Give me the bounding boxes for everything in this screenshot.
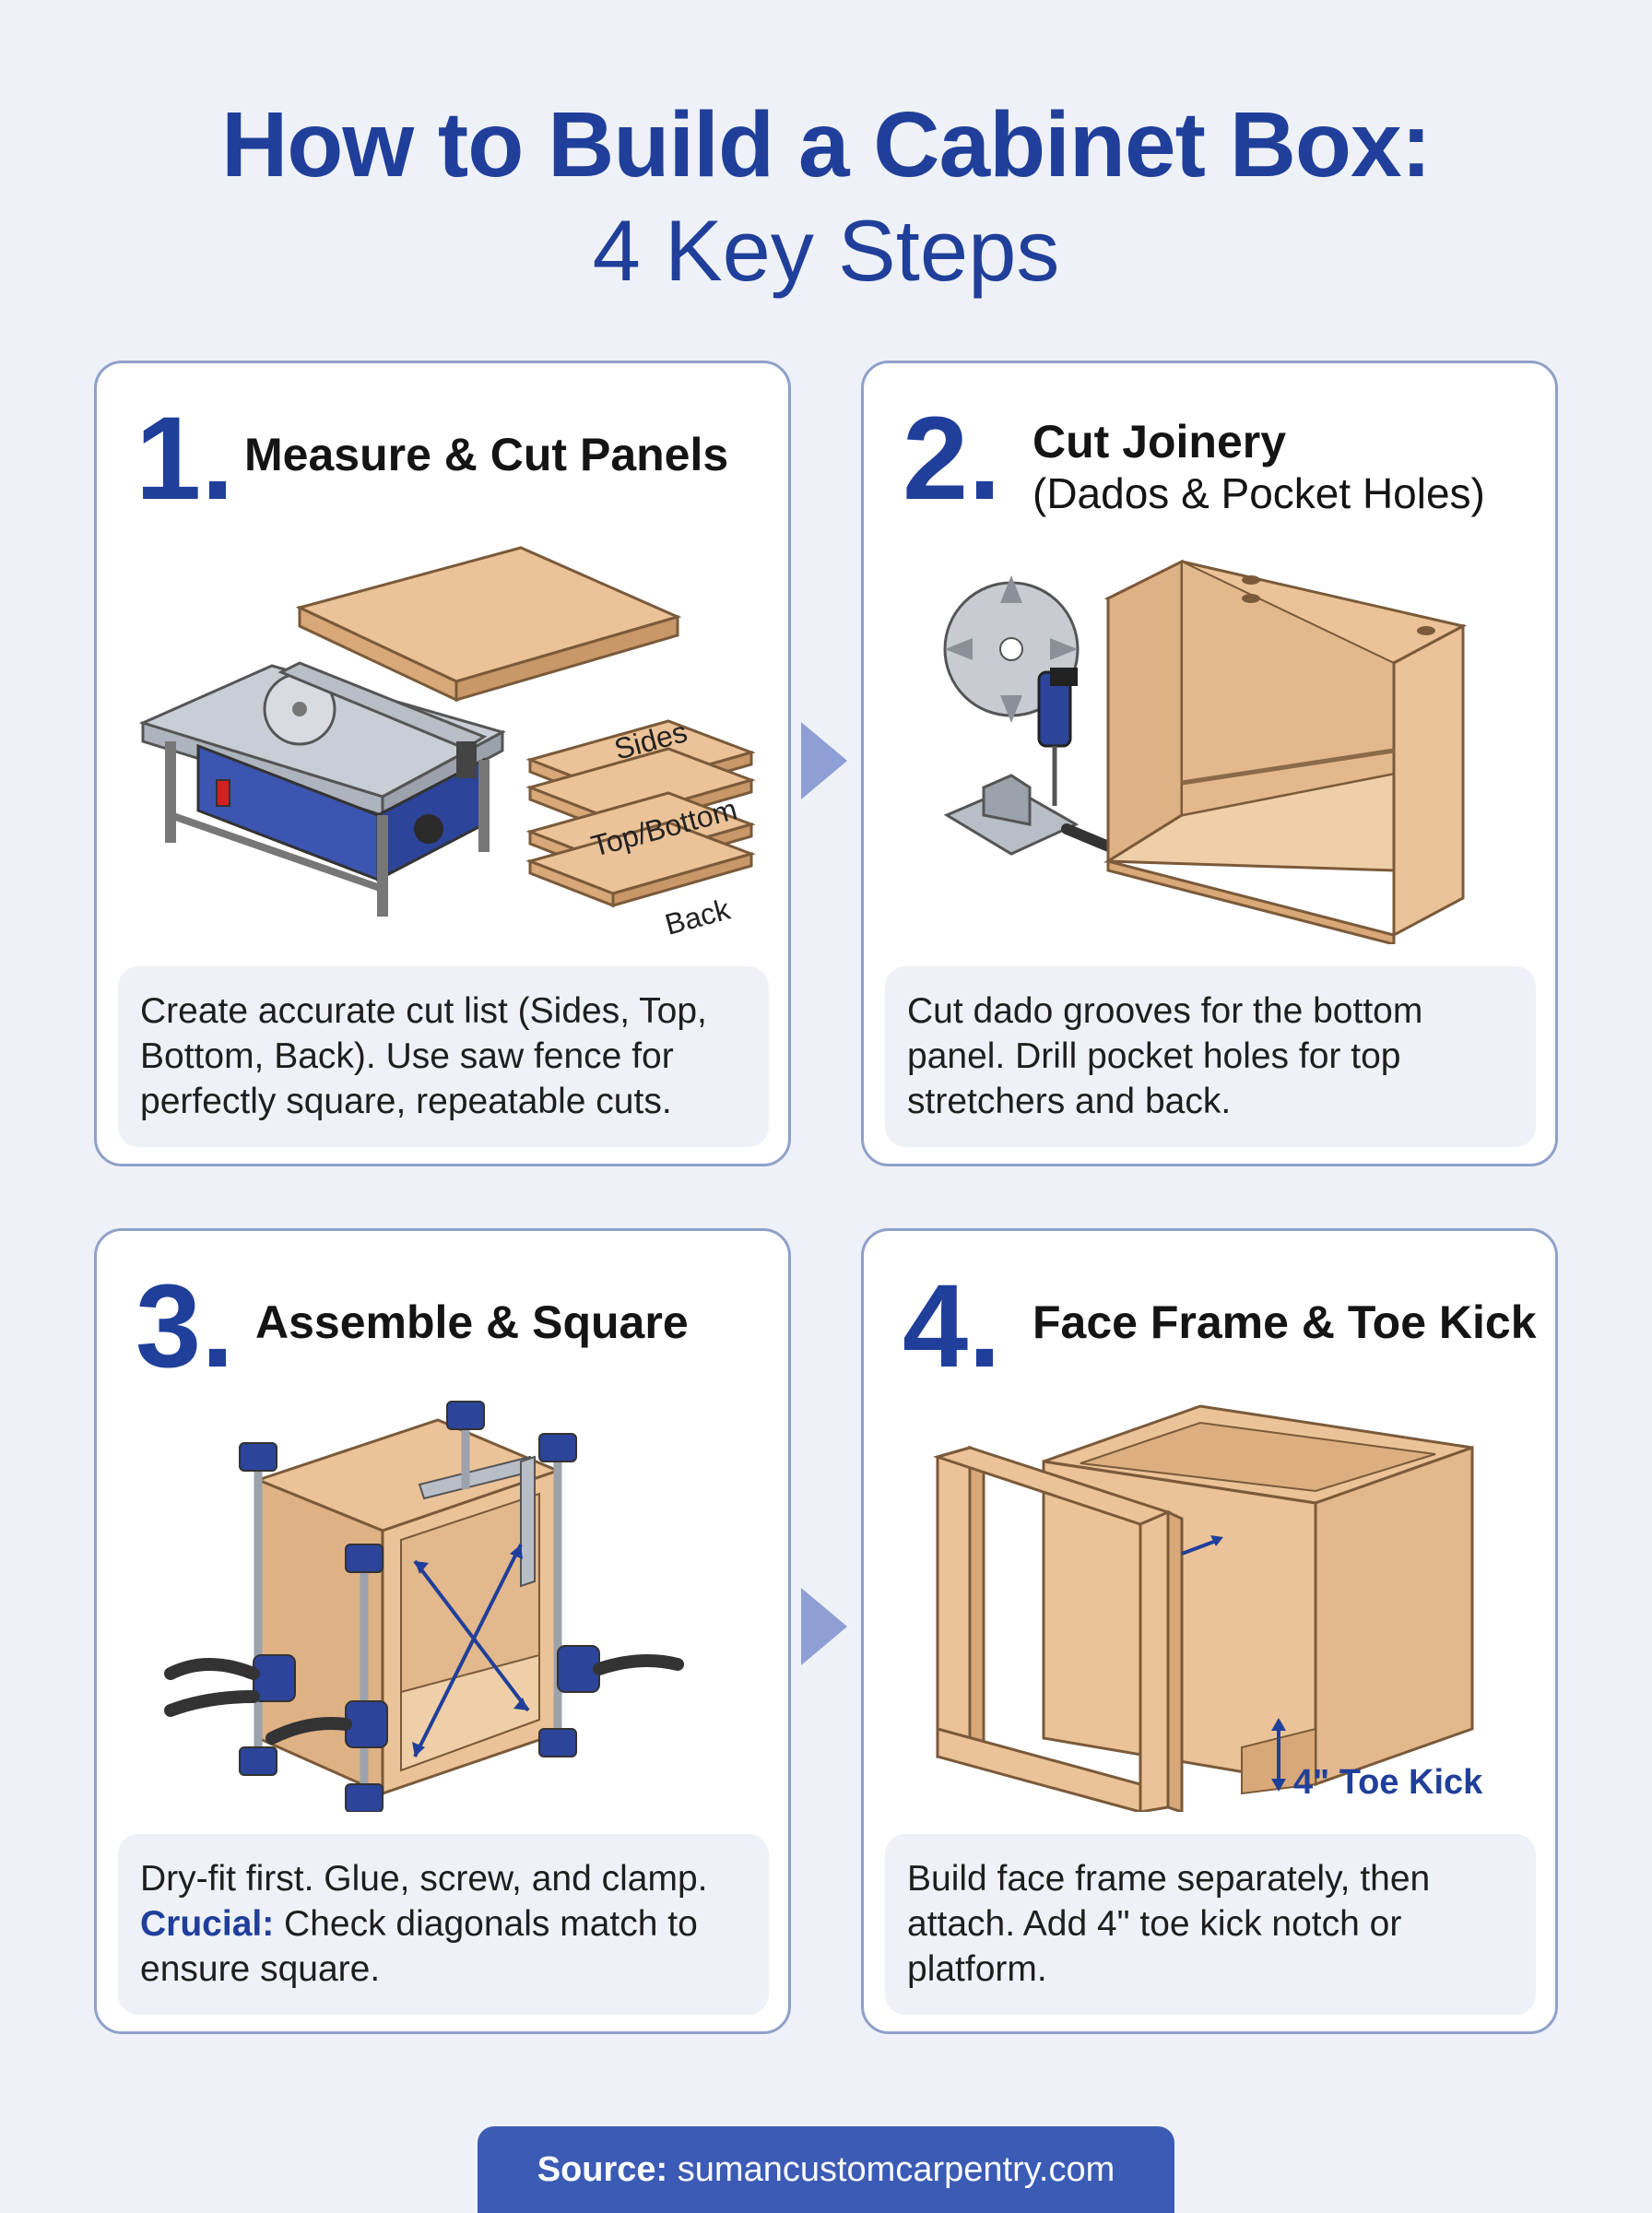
step-title: Measure & Cut Panels (244, 429, 729, 480)
step-card-4: 4. Face Frame & Toe Kick 4" Toe Kick Bui… (861, 1228, 1558, 2034)
step-description: Build face frame separately, then attach… (885, 1834, 1536, 2015)
clamped-box-illustration (164, 1401, 684, 1812)
step-number: 2. (903, 393, 1001, 525)
step-description: Create accurate cut list (Sides, Top, Bo… (118, 966, 769, 1147)
page-title: How to Build a Cabinet Box: (221, 93, 1432, 196)
next-step-arrow (801, 1588, 847, 1665)
next-step-arrow (801, 722, 847, 799)
source-link[interactable]: sumancustomcarpentry.com (677, 2150, 1115, 2189)
step-number: 4. (903, 1260, 1001, 1392)
step-description: Dry-fit first. Glue, screw, and clamp. C… (118, 1834, 769, 2015)
page-subtitle: 4 Key Steps (592, 202, 1060, 299)
step-title: Assemble & Square (255, 1296, 689, 1348)
toe-kick-label: 4" Toe Kick (1293, 1763, 1483, 1802)
joinery-illustration (943, 559, 1468, 944)
step-number: 1. (136, 393, 234, 525)
step-card-3: 3. Assemble & Square (94, 1228, 791, 2034)
step-card-1: 1. Measure & Cut Panels (94, 361, 791, 1166)
desc-emphasis: Crucial: (140, 1904, 275, 1944)
step-title: Face Frame & Toe Kick (1032, 1296, 1537, 1348)
step-subtitle: (Dados & Pocket Holes) (1032, 469, 1485, 517)
step-title: Cut Joinery (1032, 416, 1287, 467)
drill-icon (1037, 668, 1078, 806)
face-frame-illustration: 4" Toe Kick (932, 1404, 1483, 1812)
table-saw-illustration: Sides Top/Bottom Back (138, 546, 756, 941)
step-number: 3. (136, 1260, 234, 1392)
step-card-2: 2. Cut Joinery (Dados & Pocket Holes) (861, 361, 1558, 1166)
source-label: Source: (537, 2150, 668, 2189)
source-banner[interactable]: Source: sumancustomcarpentry.com (478, 2126, 1174, 2213)
desc-plain: Dry-fit first. Glue, screw, and clamp. (140, 1859, 708, 1899)
desc-rest: Check diagonals match to ensure square. (140, 1904, 698, 1989)
step-description: Cut dado grooves for the bottom panel. D… (885, 966, 1536, 1147)
clamp-icon (164, 1401, 684, 1812)
label-back: Back (661, 892, 734, 941)
